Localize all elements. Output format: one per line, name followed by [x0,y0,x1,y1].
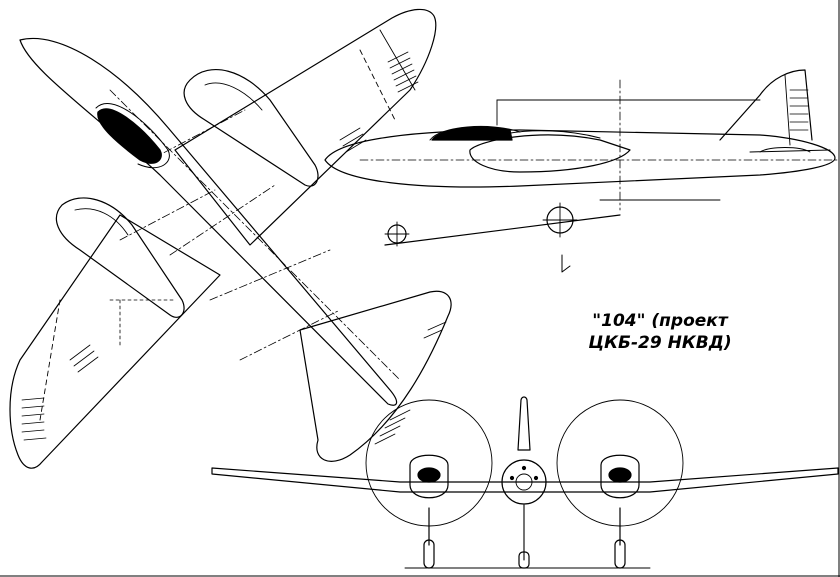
top-view [9,8,452,469]
drawing-caption: "104" (проект ЦКБ-29 НКВД) [560,310,760,354]
front-view [211,396,839,569]
caption-line-1: "104" (проект [592,311,728,331]
caption-line-2: ЦКБ-29 НКВД) [588,333,732,353]
side-view [324,69,840,273]
